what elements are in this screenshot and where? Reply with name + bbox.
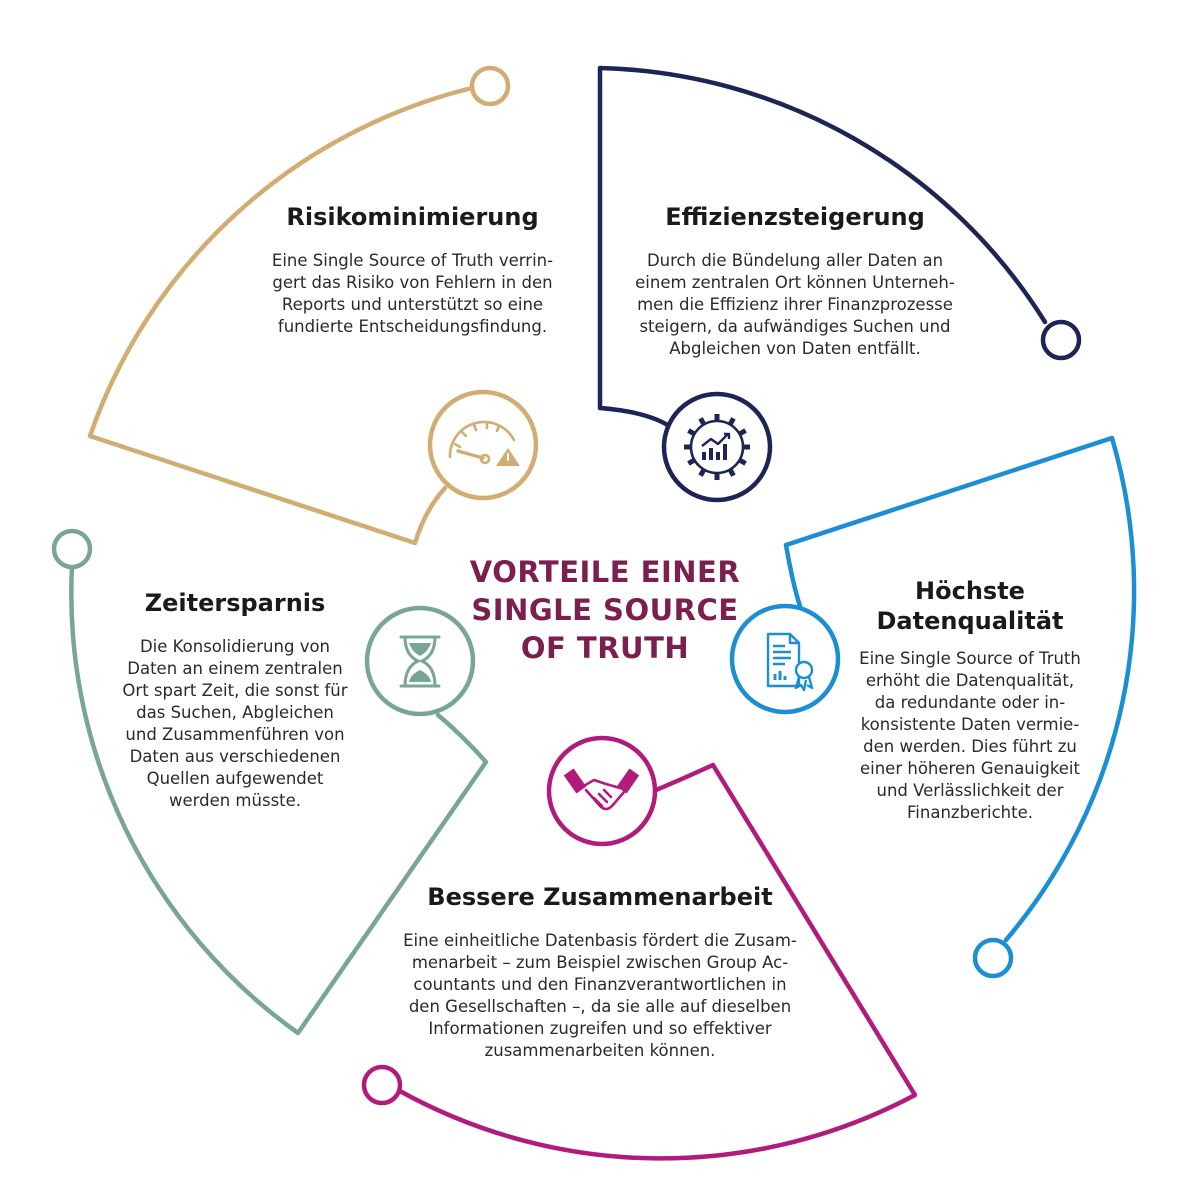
gear-tooth [687,457,696,466]
quality-heading: Höchste Datenqualität [876,577,1064,635]
collaboration-icon-circle [546,735,658,847]
gear-tooth [727,468,736,477]
time-text: Die Konsolidierung von Daten an einem ze… [122,637,348,810]
risk-section: Risikominimierung Eine Single Source of … [250,202,575,338]
gear-chart-icon [684,414,750,480]
gear-tooth [738,428,747,437]
quality-section: Höchste Datenqualität Eine Single Source… [845,576,1095,824]
quality-text: Eine Single Source of Truth erhöht die D… [859,649,1081,822]
handshake-icon [563,768,640,811]
time-heading: Zeitersparnis [144,589,326,617]
diagram-title: VORTEILE EINER SINGLE SOURCE OF TRUTH [469,555,741,665]
risk-endpoint-circle [469,65,511,107]
collaboration-segment-outline [395,762,918,1161]
collaboration-text: Eine einheitliche Datenbasis fördert die… [403,931,797,1060]
time-endpoint-circle [51,528,93,570]
certified-document-icon [766,632,814,692]
efficiency-segment-outline [597,65,1048,431]
risk-text: Eine Single Source of Truth verrin- gert… [271,251,554,336]
risk-icon-circle [427,389,539,501]
time-segment-outline [69,563,489,1036]
efficiency-text: Durch die Bündelung aller Daten an einem… [635,251,955,358]
time-section: Zeitersparnis Die Konsolidierung von Dat… [110,588,360,812]
risk-heading: Risikominimierung [286,203,539,231]
gear-tooth [698,417,707,426]
collaboration-heading: Bessere Zusammenarbeit [427,883,773,911]
collaboration-endpoint-circle [361,1064,403,1106]
gear-tooth [738,457,747,466]
hourglass-icon [399,635,441,688]
risk-segment-outline [87,85,475,546]
gear-tooth [687,428,696,437]
efficiency-icon-circle [661,391,773,503]
efficiency-endpoint-circle [1040,319,1082,361]
collaboration-section: Bessere Zusammenarbeit Eine einheitliche… [375,882,825,1062]
efficiency-heading: Effizienzsteigerung [665,203,925,231]
quality-endpoint-circle [972,937,1014,979]
gauge-warning-icon [448,420,520,466]
quality-segment-outline [783,435,1137,943]
gear-tooth [698,468,707,477]
gear-tooth [727,417,736,426]
efficiency-section: Effizienzsteigerung Durch die Bündelung … [615,202,975,360]
